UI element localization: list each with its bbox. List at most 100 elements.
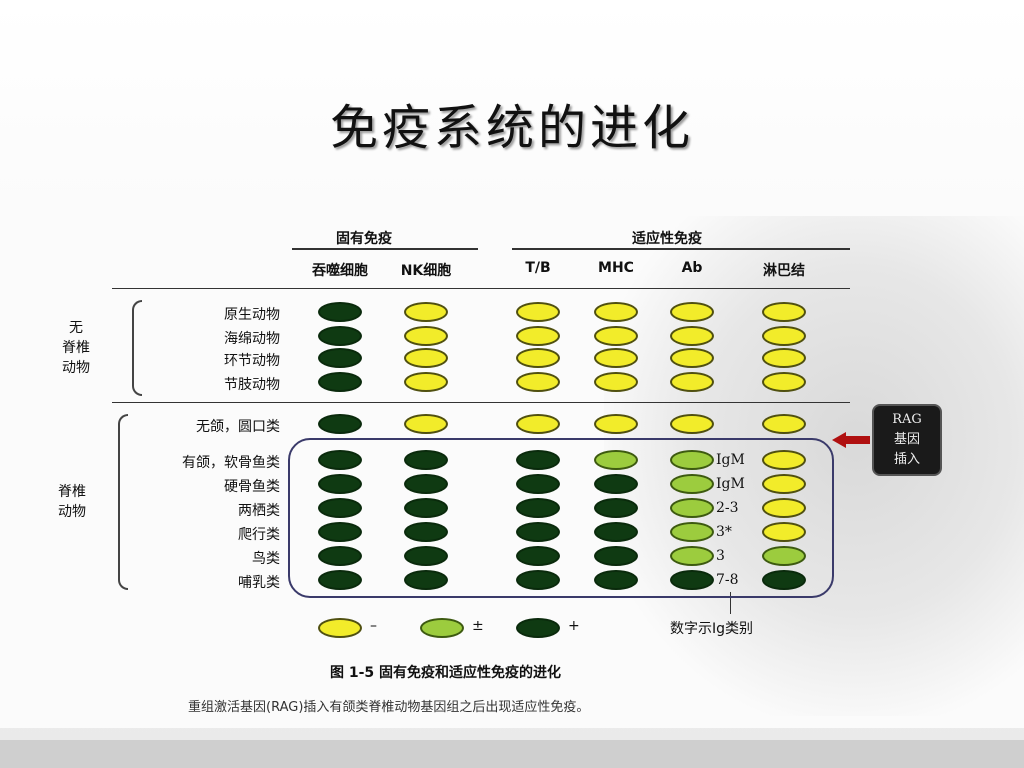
brace-invertebrate	[132, 300, 142, 396]
status-oval-pos	[318, 474, 362, 494]
figure	[0, 196, 1024, 728]
ab-class-note: IgM	[716, 452, 745, 468]
status-oval-pos	[404, 450, 448, 470]
status-oval-pos	[594, 498, 638, 518]
row-label: 鸟类	[252, 551, 280, 567]
status-oval-pos	[594, 546, 638, 566]
figure-caption: 图 1-5 固有免疫和适应性免疫的进化	[330, 665, 562, 681]
header-adaptive: 适应性免疫	[632, 231, 702, 247]
status-oval-neg	[404, 348, 448, 368]
legend-symbol: –	[370, 618, 377, 634]
row-label: 硬骨鱼类	[224, 479, 280, 495]
arrow-tail	[846, 436, 870, 444]
status-oval-pos	[594, 522, 638, 542]
status-oval-neg	[516, 302, 560, 322]
row-label: 无颌，圆口类	[196, 419, 280, 435]
status-oval-neg	[594, 348, 638, 368]
status-oval-pm	[670, 450, 714, 470]
column-header: NK细胞	[400, 263, 452, 279]
column-header: 吞噬细胞	[312, 263, 368, 279]
arrow-icon	[832, 432, 846, 448]
status-oval-pos	[516, 474, 560, 494]
group-divider-rule	[112, 402, 850, 403]
status-oval-pos	[516, 546, 560, 566]
status-oval-neg	[762, 348, 806, 368]
status-oval-neg	[594, 326, 638, 346]
status-oval-neg	[762, 498, 806, 518]
status-oval-neg	[516, 372, 560, 392]
row-label: 爬行类	[238, 527, 280, 543]
ab-class-note: 7-8	[716, 572, 739, 588]
status-oval-neg	[762, 414, 806, 434]
column-header: 淋巴结	[763, 263, 805, 279]
legend-symbol: ±	[472, 618, 484, 634]
status-oval-neg	[762, 474, 806, 494]
ab-class-note: IgM	[716, 476, 745, 492]
status-oval-neg	[762, 450, 806, 470]
status-oval-pm	[670, 498, 714, 518]
status-oval-pos	[404, 546, 448, 566]
legend-oval-pos	[516, 618, 560, 638]
status-oval-neg	[670, 302, 714, 322]
status-oval-neg	[516, 414, 560, 434]
footer-bar	[0, 740, 1024, 768]
legend-oval-neg	[318, 618, 362, 638]
row-label: 海绵动物	[224, 331, 280, 347]
ab-class-note: 3	[716, 548, 725, 564]
status-oval-neg	[670, 414, 714, 434]
status-oval-pm	[670, 474, 714, 494]
status-oval-pos	[318, 546, 362, 566]
row-label: 环节动物	[224, 353, 280, 369]
status-oval-pos	[516, 498, 560, 518]
legend-symbol: +	[568, 618, 580, 634]
row-label: 有颌，软骨鱼类	[182, 455, 280, 471]
status-oval-pos	[318, 372, 362, 392]
status-oval-neg	[762, 372, 806, 392]
column-header: MHC	[598, 260, 634, 276]
group-label-vertebrate: 脊椎 动物	[58, 484, 86, 520]
rag-label: RAG 基因 插入	[892, 412, 922, 467]
status-oval-neg	[594, 372, 638, 392]
status-oval-pm	[670, 522, 714, 542]
status-oval-pm	[594, 450, 638, 470]
group-label-invertebrate: 无 脊椎 动物	[62, 320, 90, 376]
status-oval-neg	[670, 372, 714, 392]
ig-note-pointer	[730, 592, 731, 614]
status-oval-pos	[318, 326, 362, 346]
status-oval-neg	[404, 414, 448, 434]
status-oval-pos	[318, 498, 362, 518]
legend-oval-pm	[420, 618, 464, 638]
slide-title: 免疫系统的进化	[329, 100, 694, 156]
row-label: 哺乳类	[238, 575, 280, 591]
rag-insertion-box: RAG 基因 插入	[872, 404, 942, 476]
status-oval-pos	[594, 474, 638, 494]
figure-subcaption: 重组激活基因(RAG)插入有颌类脊椎动物基因组之后出现适应性免疫。	[188, 700, 590, 715]
status-oval-neg	[404, 326, 448, 346]
status-oval-neg	[762, 522, 806, 542]
status-oval-pos	[670, 570, 714, 590]
status-oval-neg	[404, 372, 448, 392]
header-innate-rule	[292, 248, 478, 250]
status-oval-pos	[318, 450, 362, 470]
status-oval-neg	[762, 302, 806, 322]
status-oval-pos	[318, 522, 362, 542]
status-oval-neg	[516, 348, 560, 368]
status-oval-pos	[318, 348, 362, 368]
jawed-vertebrates-box	[288, 438, 834, 598]
status-oval-neg	[516, 326, 560, 346]
status-oval-pos	[594, 570, 638, 590]
status-oval-pm	[670, 546, 714, 566]
status-oval-pos	[404, 474, 448, 494]
status-oval-neg	[670, 326, 714, 346]
status-oval-pos	[516, 522, 560, 542]
status-oval-pos	[318, 414, 362, 434]
header-innate: 固有免疫	[336, 231, 392, 247]
row-label: 两栖类	[238, 503, 280, 519]
status-oval-pos	[318, 302, 362, 322]
status-oval-pos	[762, 570, 806, 590]
status-oval-pos	[404, 498, 448, 518]
status-oval-neg	[404, 302, 448, 322]
status-oval-pos	[516, 570, 560, 590]
ab-class-note: 2-3	[716, 500, 739, 516]
column-header: Ab	[681, 260, 703, 276]
